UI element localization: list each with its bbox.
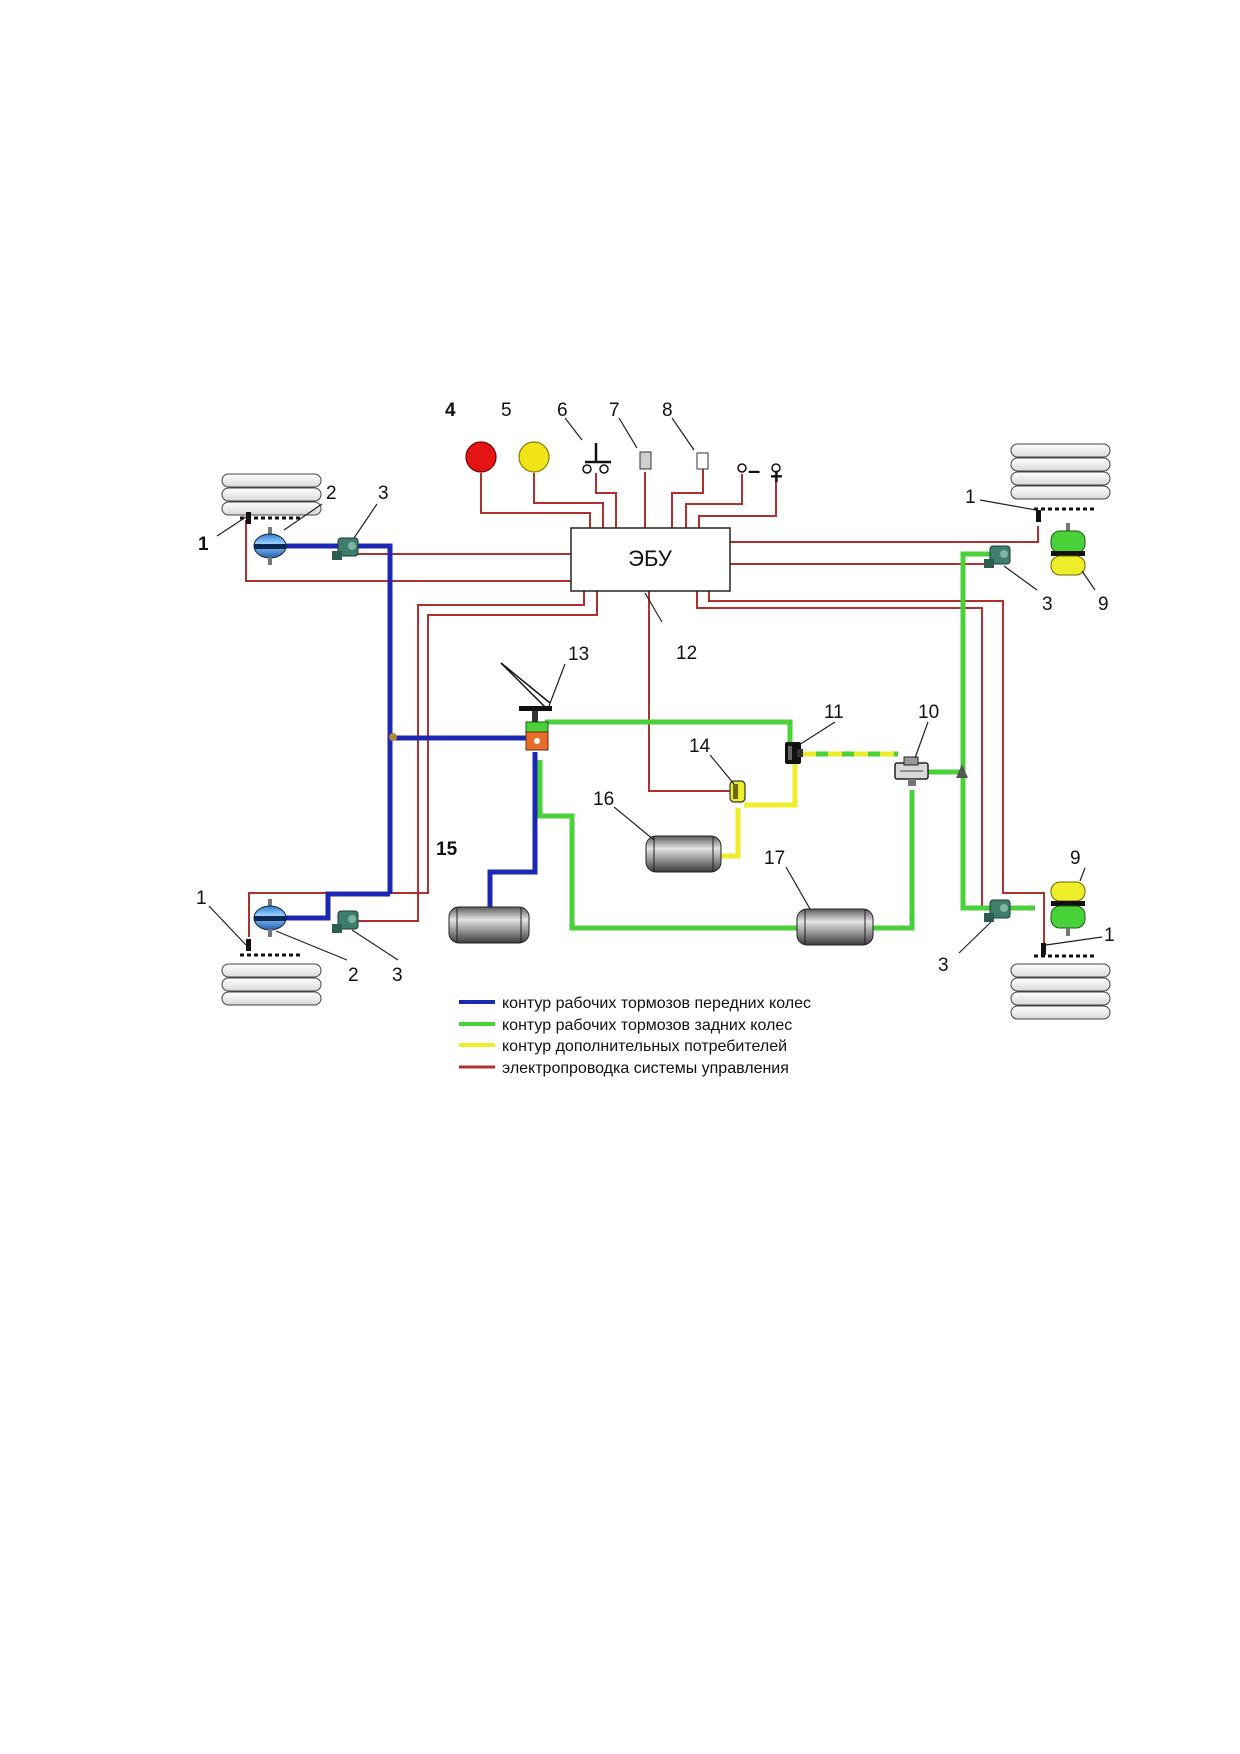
modulator-valve-front-left-icon — [332, 537, 359, 560]
dashboard-indicators: – + — [465, 441, 783, 489]
sensor-front-left-icon — [246, 512, 251, 524]
control-wiring — [245, 469, 1045, 954]
callout-3-front-right: 3 — [1042, 594, 1053, 615]
callout-3-front-left: 3 — [378, 483, 389, 504]
air-tank-17-icon — [796, 908, 874, 946]
legend-label-aux-circuit: контур дополнительных потребителей — [502, 1038, 787, 1055]
callout-17: 17 — [764, 848, 785, 869]
abs-modulator-valves — [332, 537, 1011, 933]
callout-leaders — [208, 417, 1103, 961]
spring-chamber-front-right-icon — [1050, 523, 1086, 576]
callout-15: 15 — [436, 839, 458, 860]
pressure-control-valve-icon — [894, 756, 929, 786]
callout-6: 6 — [557, 400, 568, 421]
sensor-rear-left-icon — [246, 939, 251, 951]
air-tank-15-icon — [448, 906, 530, 944]
callout-1-front-right: 1 — [965, 487, 976, 508]
brake-pedal-valve — [500, 662, 552, 751]
red-warning-lamp-icon — [465, 441, 497, 473]
legend-label-front-circuit: контур рабочих тормозов передних колес — [502, 995, 811, 1012]
diagnostic-switch-icon — [582, 443, 611, 474]
legend-item-aux-circuit: контур дополнительных потребителей — [459, 1038, 787, 1055]
tire-front-left-icon — [221, 473, 322, 520]
tire-rear-left-icon — [221, 953, 322, 1006]
callout-13: 13 — [568, 644, 589, 665]
air-tank-16-icon — [645, 835, 722, 873]
solenoid-valve-icon — [729, 780, 746, 803]
legend-item-rear-circuit: контур рабочих тормозов задних колес — [459, 1017, 792, 1034]
callout-numbers: 1 2 3 4 5 6 7 8 1 3 9 12 13 11 10 14 16 … — [196, 400, 1115, 986]
callout-9-front-right: 9 — [1098, 594, 1109, 615]
brake-chamber-rear-left-icon — [253, 899, 287, 937]
callout-4: 4 — [445, 400, 456, 421]
tee-connector — [956, 764, 968, 778]
sensor-rear-right-icon — [1041, 943, 1046, 955]
callout-1-front-left: 1 — [198, 534, 209, 555]
callout-2-front-left: 2 — [326, 483, 337, 504]
callout-16: 16 — [593, 789, 614, 810]
brake-chamber-front-left-icon — [253, 527, 287, 565]
sensor-front-right-icon — [1036, 510, 1041, 522]
plus-terminal: + — [770, 464, 783, 489]
legend-label-wiring: электропроводка системы управления — [502, 1060, 789, 1077]
pedal-lever-icon — [500, 662, 551, 704]
air-tanks — [448, 835, 874, 946]
ecu-label: ЭБУ — [628, 546, 673, 571]
legend-item-front-circuit: контур рабочих тормозов передних колес — [459, 995, 811, 1012]
callout-7: 7 — [609, 400, 620, 421]
aux-consumers-circuit — [720, 751, 898, 859]
power-terminals-icon: – + — [737, 458, 783, 489]
modulator-valve-rear-left-icon — [332, 910, 359, 933]
relay-valve-icon — [785, 742, 803, 764]
yellow-warning-lamp-icon — [518, 441, 550, 473]
ecu-box — [570, 527, 731, 592]
fuse-icon — [639, 451, 652, 470]
front-brake-chambers — [253, 527, 287, 937]
callout-1-rear-right: 1 — [1104, 925, 1115, 946]
connector-icon — [696, 452, 709, 470]
callout-11: 11 — [824, 702, 844, 723]
callout-2-rear-left: 2 — [348, 965, 359, 986]
callout-14: 14 — [689, 736, 711, 757]
legend: контур рабочих тормозов передних колес к… — [459, 995, 811, 1077]
wheel-speed-sensors — [246, 510, 1046, 955]
ecu-block: ЭБУ — [570, 527, 731, 592]
callout-1-rear-left: 1 — [196, 888, 207, 909]
tee-connector — [389, 733, 397, 741]
brake-valve-upper-section-icon — [525, 721, 549, 733]
legend-label-rear-circuit: контур рабочих тормозов задних колес — [502, 1017, 792, 1034]
modulator-valve-rear-right-icon — [984, 899, 1011, 922]
rear-spring-brake-chambers — [1050, 523, 1086, 936]
callout-5: 5 — [501, 400, 512, 421]
front-brake-circuit — [280, 543, 538, 921]
spring-chamber-rear-right-icon — [1050, 881, 1086, 936]
callout-10: 10 — [918, 702, 939, 723]
legend-item-wiring: электропроводка системы управления — [459, 1060, 789, 1077]
minus-terminal: – — [748, 458, 760, 483]
callout-12: 12 — [676, 643, 697, 664]
callout-8: 8 — [662, 400, 673, 421]
callout-9-rear-right: 9 — [1070, 848, 1081, 869]
callout-3-rear-left: 3 — [392, 965, 403, 986]
tire-front-right-icon — [1010, 443, 1111, 511]
wheels — [221, 443, 1111, 1020]
pedal-plate-icon — [519, 706, 552, 711]
callout-3-rear-right: 3 — [938, 955, 949, 976]
modulator-valve-front-right-icon — [984, 545, 1011, 568]
rear-brake-circuit — [537, 551, 1035, 931]
tire-rear-right-icon — [1010, 954, 1111, 1020]
